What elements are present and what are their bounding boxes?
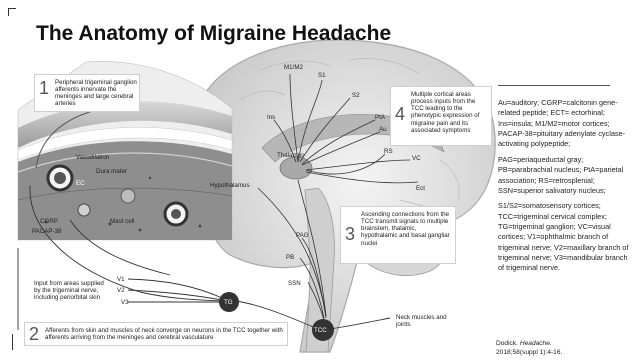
box-1: 1 Peripheral trigeminal ganglion afferen… (34, 74, 140, 112)
label-dura-mater: Dura mater (96, 168, 127, 175)
label-tg: TG (224, 299, 233, 306)
slide-title: The Anatomy of Migraine Headache (36, 22, 391, 46)
label-ins: Ins (267, 114, 275, 121)
citation-journal: Headache. (520, 340, 552, 347)
box-1-number: 1 (39, 79, 49, 97)
label-tcc: TCC (314, 327, 327, 334)
label-input-areas: Input from areas supplied by the trigemi… (34, 280, 112, 301)
label-thalamus: Thalamus (277, 152, 304, 159)
label-s2: S2 (352, 92, 360, 99)
label-v3: V3 (121, 299, 129, 306)
abbreviation-legend: Au=auditory; CGRP=calcitonin gene-relate… (498, 98, 630, 279)
thalamus (280, 157, 312, 179)
label-pta: PtA (375, 114, 385, 121)
label-ect: Ect (416, 185, 425, 192)
label-vc: VC (412, 155, 421, 162)
box-2-text: Afferents from skin and muscles of neck … (45, 327, 283, 341)
box-3-text: Ascending connections from the TCC trans… (361, 211, 451, 247)
legend-para-1: Au=auditory; CGRP=calcitonin gene-relate… (498, 98, 630, 150)
label-au: Au (379, 126, 387, 133)
label-pacap: PACAP-38 (32, 228, 61, 235)
label-hypothalamus: Hypothalamus (210, 182, 250, 189)
box-4: 4 Multiple cortical areas process inputs… (390, 86, 492, 146)
box-1-text: Peripheral trigeminal ganglion afferents… (55, 79, 137, 108)
label-mast-cell: Mast cell (110, 218, 134, 225)
citation: Dodick. Headache. 2018;58(suppl 1):4-16. (496, 340, 562, 357)
label-v1: V1 (117, 276, 125, 283)
legend-rule (498, 85, 610, 86)
box-3-number: 3 (345, 225, 355, 243)
label-v2: V2 (117, 287, 125, 294)
legend-para-2: PAG=periaqueductal gray; PB=parabrachial… (498, 155, 630, 196)
citation-author: Dodick. (496, 340, 518, 347)
label-ssn: SSN (288, 280, 301, 287)
label-ec: EC (76, 180, 85, 187)
label-s1: S1 (318, 72, 326, 79)
label-rs: RS (384, 148, 393, 155)
label-cgrp: CGRP (40, 218, 58, 225)
label-neck-muscles: Neck muscles and joints (396, 314, 448, 328)
label-pag: PAG (296, 232, 309, 239)
box-2-number: 2 (29, 325, 39, 343)
label-vasodilation: Vasodilation (76, 154, 109, 161)
box-4-number: 4 (395, 105, 405, 123)
citation-ref: 2018;58(suppl 1):4-16. (496, 349, 562, 356)
label-pb: PB (286, 254, 294, 261)
label-m1m2: M1/M2 (284, 64, 303, 71)
box-2: 2 Afferents from skin and muscles of nec… (24, 322, 288, 346)
legend-para-3: S1/S2=somatosensory cortices; TCC=trigem… (498, 201, 630, 274)
box-3: 3 Ascending connections from the TCC tra… (340, 206, 456, 264)
box-4-text: Multiple cortical areas process inputs f… (411, 91, 487, 134)
